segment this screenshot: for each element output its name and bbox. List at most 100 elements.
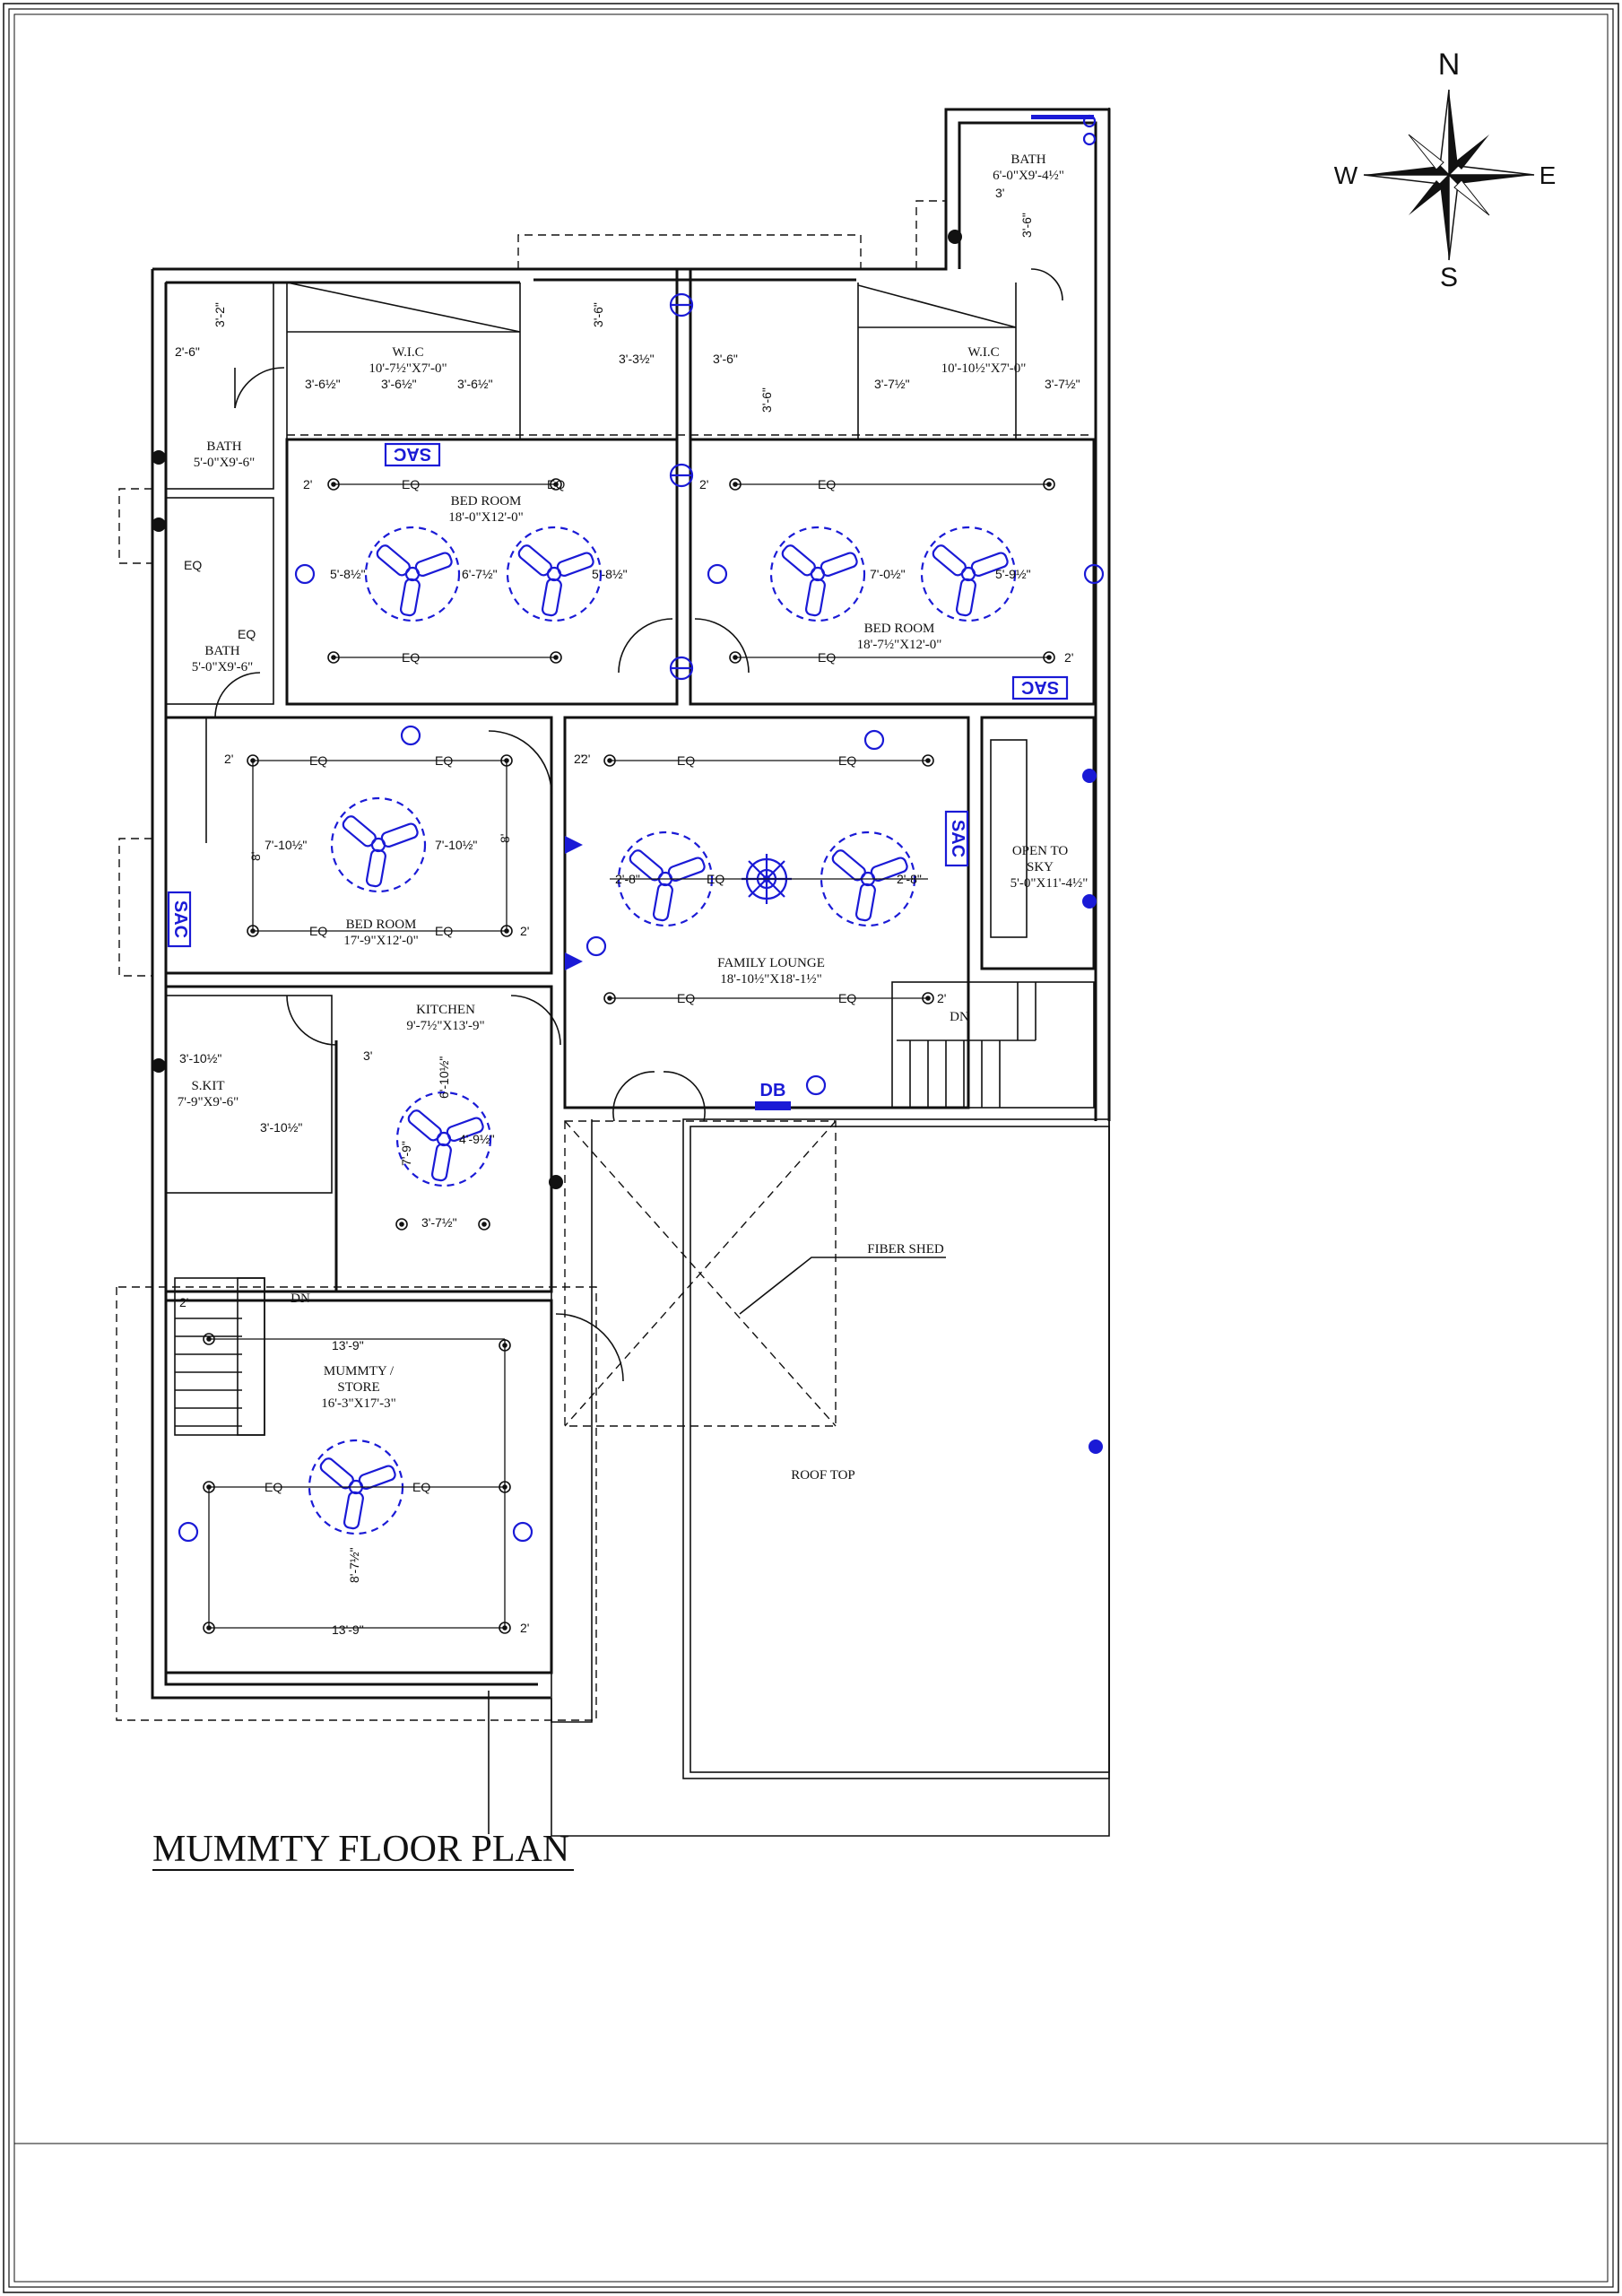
dim-label: 8' bbox=[498, 834, 512, 843]
room-size: 18'-10½"X18'-1½" bbox=[720, 972, 821, 987]
dim-label: 6'-7½" bbox=[462, 567, 498, 581]
svg-text:EQ: EQ bbox=[435, 924, 453, 938]
dim-label: 5'-8½" bbox=[592, 567, 628, 581]
svg-text:SAC: SAC bbox=[1021, 677, 1059, 697]
room-name: BED ROOM bbox=[451, 494, 522, 509]
stair-dn-label: DN bbox=[291, 1292, 310, 1306]
svg-text:EQ: EQ bbox=[402, 477, 420, 491]
svg-text:EQ: EQ bbox=[838, 753, 856, 768]
dim-label: 2' bbox=[1064, 650, 1073, 665]
compass-e: E bbox=[1540, 161, 1557, 189]
dimension-labels: 3' 3'-6" 2'-6" 3'-2" 3'-6½" 3'-6½" 3'-6½… bbox=[175, 186, 1080, 1637]
distribution-board: DB bbox=[755, 1081, 791, 1110]
room-size: 18'-0"X12'-0" bbox=[448, 510, 523, 525]
sac-icon: SAC bbox=[167, 891, 192, 948]
svg-text:EQ: EQ bbox=[818, 477, 836, 491]
svg-text:EQ: EQ bbox=[184, 558, 202, 572]
dim-label: 3'-10½" bbox=[260, 1120, 302, 1135]
dim-label: 3' bbox=[995, 186, 1004, 200]
dim-label: 3'-6½" bbox=[381, 377, 417, 391]
dim-label: 7'-0½" bbox=[870, 567, 906, 581]
dim-label: 3'-6" bbox=[1019, 213, 1034, 238]
room-name: OPEN TO bbox=[1012, 844, 1069, 858]
room-name: SKY bbox=[1027, 860, 1054, 874]
exhaust-fan-icon bbox=[152, 450, 166, 465]
room-labels: BATH 6'-0"X9'-4½" W.I.C 10'-7½"X7'-0" W.… bbox=[178, 152, 1089, 1483]
dim-label: 3'-6" bbox=[591, 302, 605, 327]
room-size: 5'-0"X11'-4½" bbox=[1010, 876, 1089, 891]
svg-text:EQ: EQ bbox=[547, 477, 565, 491]
room-size: 16'-3"X17'-3" bbox=[321, 1396, 395, 1411]
exhaust-fan-icon bbox=[549, 1175, 563, 1189]
svg-text:EQ: EQ bbox=[838, 991, 856, 1005]
dim-label: 2' bbox=[224, 752, 233, 766]
dim-label: 2'-8" bbox=[615, 872, 640, 886]
svg-text:EQ: EQ bbox=[707, 872, 724, 886]
room-name: KITCHEN bbox=[416, 1003, 475, 1017]
compass-w: W bbox=[1334, 161, 1358, 189]
room-name: S.KIT bbox=[191, 1079, 224, 1093]
light-point-icon bbox=[478, 1218, 490, 1231]
svg-text:EQ: EQ bbox=[435, 753, 453, 768]
dim-label: 3'-2" bbox=[213, 302, 227, 327]
dim-label: 8' bbox=[248, 852, 263, 861]
fan-icon bbox=[395, 1091, 492, 1187]
room-name: FIBER SHED bbox=[867, 1242, 944, 1257]
room-name: STORE bbox=[337, 1380, 379, 1395]
dim-label: 3'-6" bbox=[713, 352, 738, 366]
wall-fixtures bbox=[178, 114, 1105, 1543]
room-name: FAMILY LOUNGE bbox=[717, 956, 825, 970]
room-name: BED ROOM bbox=[864, 622, 935, 636]
room-name: BATH bbox=[206, 439, 241, 454]
split-ac-units: SAC SAC SAC SAC bbox=[167, 442, 1069, 948]
dim-label: 2' bbox=[581, 752, 590, 766]
fiber-shed bbox=[564, 1120, 946, 1427]
dim-label: 2' bbox=[520, 924, 529, 938]
room-name: ROOF TOP bbox=[791, 1468, 855, 1483]
room-size: 10'-7½"X7'-0" bbox=[369, 361, 447, 376]
plan-title: MUMMTY FLOOR PLAN bbox=[152, 1829, 569, 1870]
fan-icon bbox=[364, 526, 461, 622]
svg-text:EQ: EQ bbox=[818, 650, 836, 665]
walls bbox=[151, 108, 1111, 1837]
exhaust-fan-icon bbox=[152, 1058, 166, 1073]
fan-icon bbox=[506, 526, 603, 622]
dim-label: 2'-8" bbox=[897, 872, 922, 886]
compass-s: S bbox=[1440, 263, 1458, 292]
svg-text:SAC: SAC bbox=[394, 444, 431, 464]
dim-label: 2' bbox=[574, 752, 583, 766]
dim-label: 13'-9" bbox=[332, 1622, 364, 1637]
fan-icon bbox=[330, 796, 427, 893]
wiring bbox=[208, 483, 1049, 1629]
light-point-icon bbox=[395, 1218, 408, 1231]
dim-label: 3'-10½" bbox=[179, 1051, 221, 1065]
dim-label: 3'-7½" bbox=[421, 1215, 457, 1230]
dim-label: 2' bbox=[937, 991, 946, 1005]
exhaust-fan-icon bbox=[152, 517, 166, 532]
doors bbox=[214, 268, 1063, 1382]
room-name: W.I.C bbox=[392, 345, 423, 360]
dim-label: 3'-3½" bbox=[619, 352, 655, 366]
compass-n: N bbox=[1438, 48, 1461, 82]
dim-label: 2'-6" bbox=[175, 344, 200, 359]
room-name: MUMMTY / bbox=[324, 1364, 395, 1378]
dim-label: 4'-9½" bbox=[459, 1132, 495, 1146]
stair-treads-east bbox=[897, 982, 1037, 1108]
dim-label: 2' bbox=[699, 477, 708, 491]
svg-text:EQ: EQ bbox=[677, 991, 695, 1005]
exhaust-fans bbox=[152, 230, 962, 1189]
svg-text:SAC: SAC bbox=[948, 820, 967, 857]
fan-icon bbox=[920, 526, 1017, 622]
dim-label: 2' bbox=[179, 1295, 188, 1309]
svg-text:SAC: SAC bbox=[170, 900, 190, 938]
dim-label: 3'-6½" bbox=[305, 377, 341, 391]
dim-label: 7'-9" bbox=[399, 1141, 413, 1166]
room-size: 18'-7½"X12'-0" bbox=[857, 638, 942, 652]
dim-label: 7'-10½" bbox=[435, 838, 477, 852]
room-name: W.I.C bbox=[967, 345, 999, 360]
room-size: 5'-0"X9'-6" bbox=[194, 456, 255, 470]
svg-text:EQ: EQ bbox=[265, 1480, 282, 1494]
svg-text:EQ: EQ bbox=[402, 650, 420, 665]
dim-label: 13'-9" bbox=[332, 1338, 364, 1352]
